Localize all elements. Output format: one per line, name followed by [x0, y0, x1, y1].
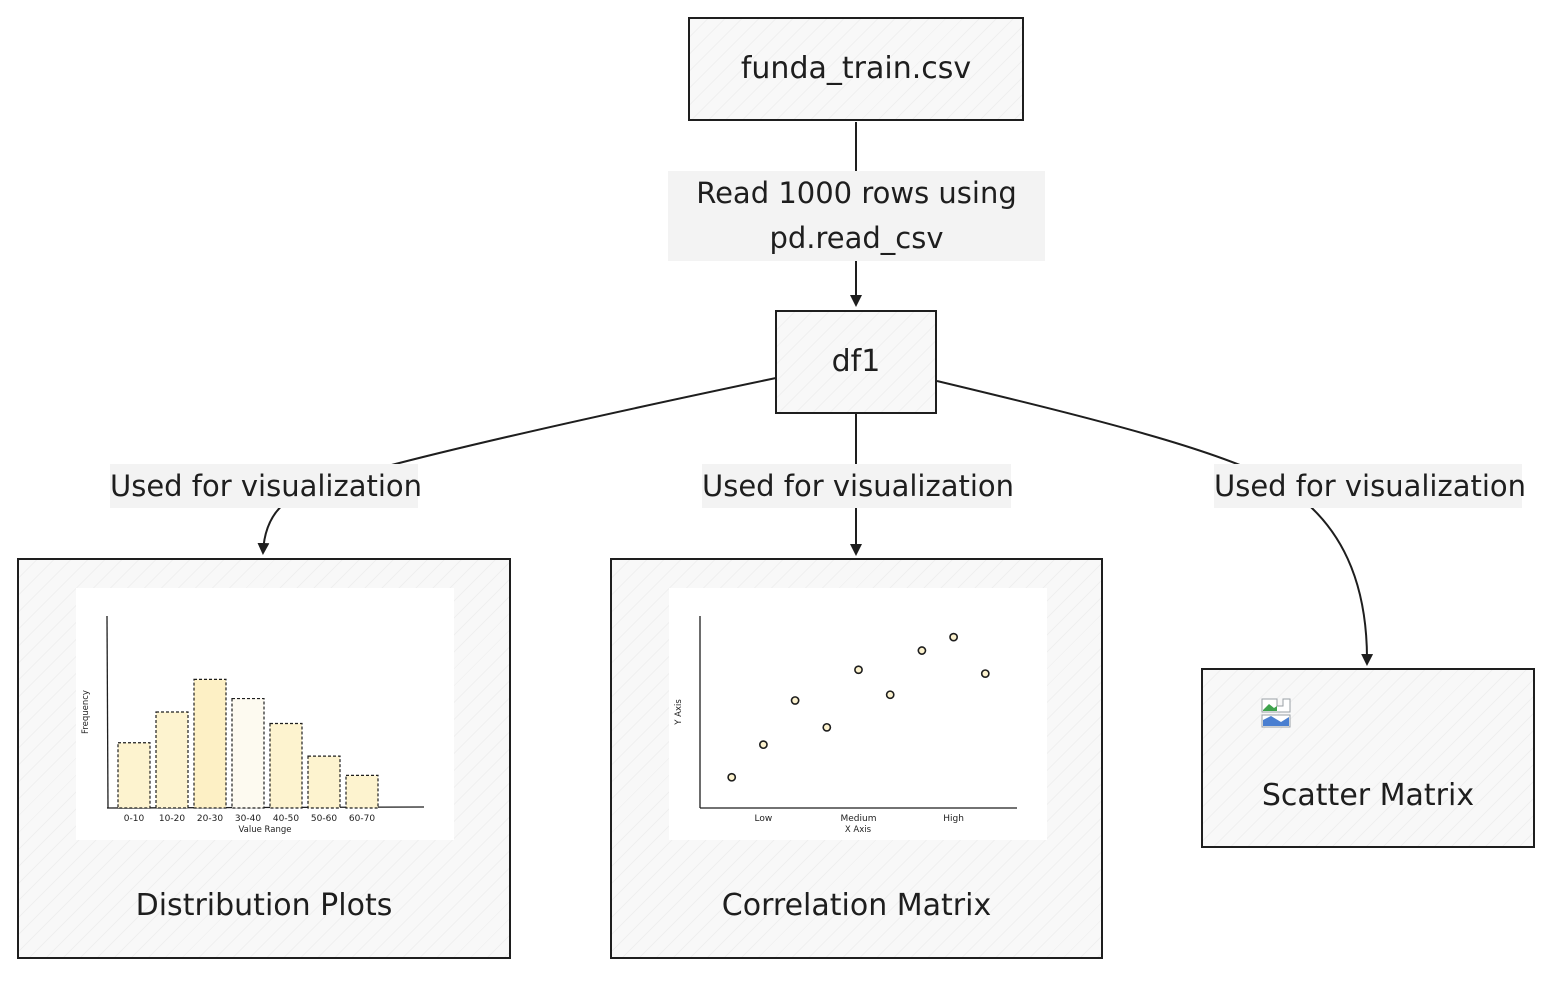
edge-label-read-line2: pd.read_csv: [769, 221, 944, 255]
histogram-x-label: Value Range: [239, 825, 292, 835]
edge-label-viz-left: Used for visualization: [110, 464, 422, 508]
histogram-tick-label: 10-20: [159, 814, 185, 824]
scatter-x-label: X Axis: [845, 825, 872, 835]
histogram-bar: [117, 742, 151, 809]
scatter-matrix-label: Scatter Matrix: [1261, 778, 1475, 813]
distribution-plots-label: Distribution Plots: [135, 888, 393, 923]
histogram-y-label: Frequency: [81, 690, 91, 734]
scatter-point: [980, 669, 990, 678]
histogram-y-axis: [106, 615, 109, 809]
histogram-chart: Frequency Value Range 0-10 10-20 20-30 30-4…: [81, 615, 425, 835]
dataframe-node-label: df1: [831, 344, 881, 379]
scatter-point: [885, 690, 895, 700]
histogram-bar: [193, 678, 227, 809]
histogram-tick-label: 30-40: [235, 814, 261, 824]
source-node[interactable]: funda_train.csv: [688, 17, 1024, 121]
scatter-chart: Y Axis X Axis Low Medium High: [674, 616, 1017, 835]
histogram-bar: [345, 774, 379, 809]
scatter-matrix-node[interactable]: Scatter Matrix: [1201, 668, 1535, 848]
histogram-bar: [231, 697, 265, 809]
histogram-tick-label: 20-30: [197, 814, 223, 824]
correlation-matrix-node[interactable]: Y Axis X Axis Low Medium High Correlation …: [610, 558, 1103, 959]
correlation-matrix-label: Correlation Matrix: [721, 888, 992, 923]
scatter-point: [822, 722, 832, 732]
scatter-point: [854, 665, 863, 675]
distribution-plots-node[interactable]: Frequency Value Range 0-10 10-20 20-30 30-4…: [17, 558, 511, 959]
scatter-point: [790, 696, 800, 705]
scatter-y-label: Y Axis: [674, 699, 684, 726]
histogram-tick-label: 0-10: [124, 814, 145, 824]
scatter-panel: Y Axis X Axis Low Medium High: [669, 588, 1047, 840]
dataframe-node[interactable]: df1: [775, 310, 937, 414]
histogram-tick-label: 60-70: [349, 814, 375, 824]
histogram-bar: [155, 711, 189, 809]
histogram-bar: [269, 722, 303, 809]
edge-label-viz-center: Used for visualization: [702, 464, 1014, 508]
source-node-label: funda_train.csv: [740, 51, 972, 86]
scatter-tick-label: Medium: [841, 814, 877, 824]
edge-label-read: Read 1000 rows using pd.read_csv: [668, 171, 1045, 261]
broken-image-icon: [1261, 698, 1291, 728]
scatter-point: [917, 646, 927, 655]
scatter-tick-label: High: [943, 814, 964, 824]
edge-label-read-line1: Read 1000 rows using: [696, 176, 1017, 210]
histogram-tick-label: 50-60: [311, 814, 337, 824]
edge-label-viz-right: Used for visualization: [1214, 464, 1526, 508]
scatter-point: [727, 772, 737, 782]
scatter-tick-label: Low: [755, 814, 773, 824]
histogram-tick-label: 40-50: [273, 814, 299, 824]
scatter-point: [949, 632, 958, 642]
scatter-point: [759, 740, 768, 750]
histogram-bar: [307, 755, 341, 809]
histogram-panel: Frequency Value Range 0-10 10-20 20-30 30-4…: [76, 588, 454, 840]
